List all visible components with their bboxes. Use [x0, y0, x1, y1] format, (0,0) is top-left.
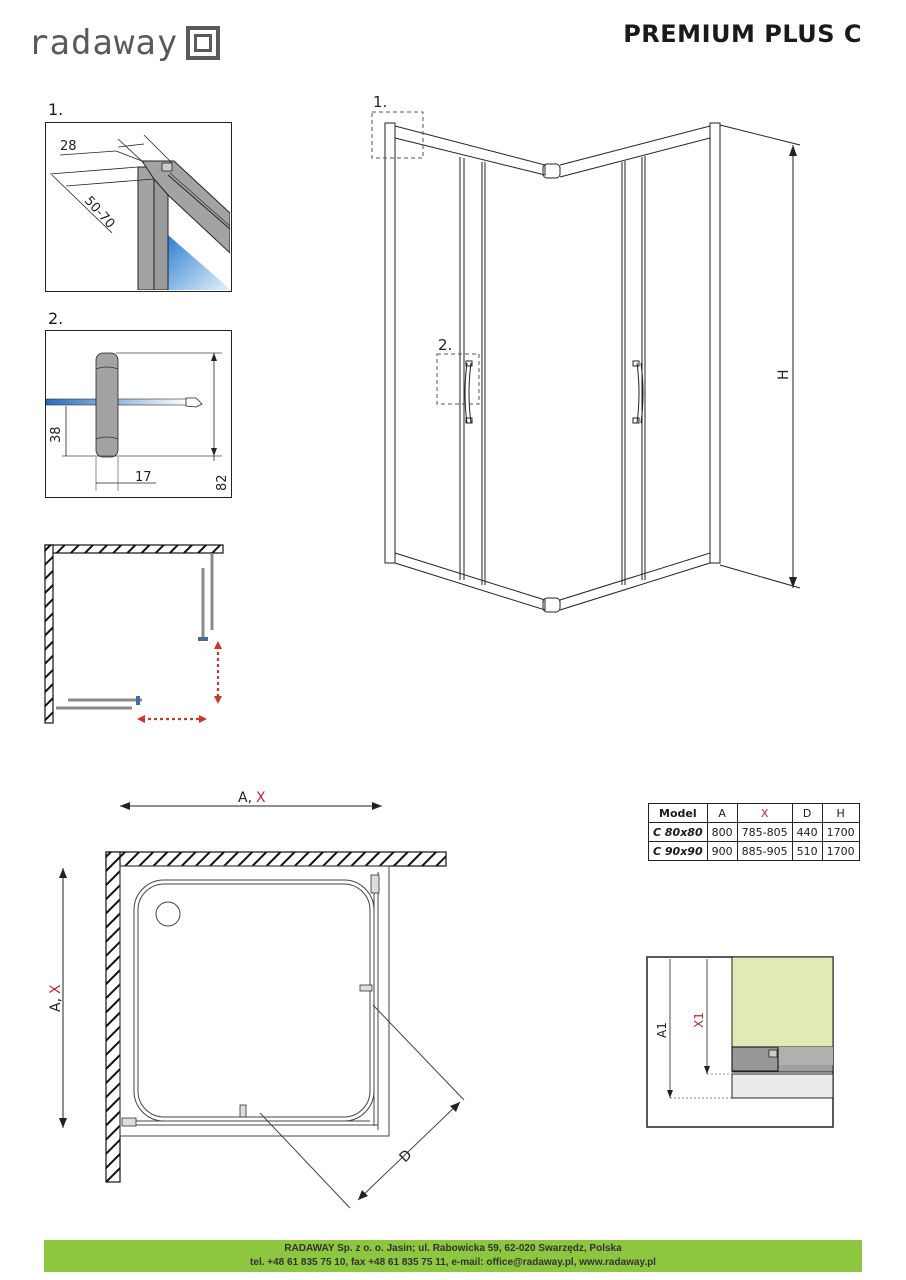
brand-name: radaway	[28, 23, 179, 63]
header-x: X	[736, 803, 793, 823]
callout-1-label: 1.	[373, 93, 387, 111]
enclosure-isometric-view: 1. 2. H	[371, 93, 801, 613]
cell-a: 800	[706, 822, 738, 842]
callout-2-label: 2.	[438, 336, 452, 354]
cell-d: 440	[791, 822, 823, 842]
detail-1-frame: 28 50-70	[45, 122, 232, 292]
footer-contact: tel. +48 61 835 75 10, fax +48 61 835 75…	[250, 1257, 656, 1268]
header-h: H	[821, 803, 860, 823]
side-label-a: A,	[48, 998, 64, 1012]
diagonal-label: D	[397, 1147, 416, 1166]
table-row: C 90x90 900 885-905 510 1700	[648, 841, 860, 861]
callout-2-box	[436, 353, 480, 405]
header-d: D	[791, 803, 823, 823]
detail-2-frame: 38 17 82	[45, 330, 232, 498]
installation-detail: A1 X1	[646, 956, 834, 1128]
dim-38: 38	[49, 426, 64, 443]
header-model: Model	[648, 803, 708, 823]
square-logo-icon	[186, 26, 221, 60]
dim-50-70: 50-70	[81, 194, 117, 232]
dim-82: 82	[215, 474, 230, 491]
detail-2-label: 2.	[48, 309, 64, 328]
plan-view: A, X A, X D	[48, 790, 465, 1209]
top-profile-detail-drawing: 28 50-70	[49, 134, 231, 291]
dim-28: 28	[60, 139, 77, 154]
footer-address: RADAWAY Sp. z o. o. Jasin; ul. Rabowicka…	[284, 1243, 622, 1254]
detail-1-label: 1.	[48, 100, 64, 119]
spec-table: Model A X D H C 80x80 800 785-805 440 17…	[648, 803, 860, 861]
company-footer: RADAWAY Sp. z o. o. Jasin; ul. Rabowicka…	[44, 1240, 862, 1272]
dim-17: 17	[135, 470, 152, 485]
brand-logo: radaway	[28, 20, 221, 66]
top-label-a: A,	[238, 790, 252, 806]
cell-model: C 90x90	[648, 841, 708, 861]
cell-a: 900	[706, 841, 738, 861]
label-x1: X1	[692, 1012, 706, 1028]
cell-model: C 80x80	[648, 822, 708, 842]
cell-h: 1700	[821, 822, 860, 842]
cell-x: 885-905	[736, 841, 793, 861]
table-header-row: Model A X D H	[648, 803, 860, 823]
callout-1-box	[371, 111, 424, 159]
header-a: A	[706, 803, 738, 823]
cell-d: 510	[791, 841, 823, 861]
product-title: PREMIUM PLUS C	[623, 20, 862, 48]
cell-x: 785-805	[736, 822, 793, 842]
label-a1: A1	[655, 1022, 669, 1038]
side-label-x: X	[48, 984, 64, 994]
height-label: H	[776, 369, 792, 380]
cell-h: 1700	[821, 841, 860, 861]
table-row: C 80x80 800 785-805 440 1700	[648, 822, 860, 842]
handle-detail-drawing: 38 17 82	[45, 352, 230, 491]
top-label-x: X	[256, 790, 266, 806]
sliding-door-schematic	[44, 544, 224, 724]
